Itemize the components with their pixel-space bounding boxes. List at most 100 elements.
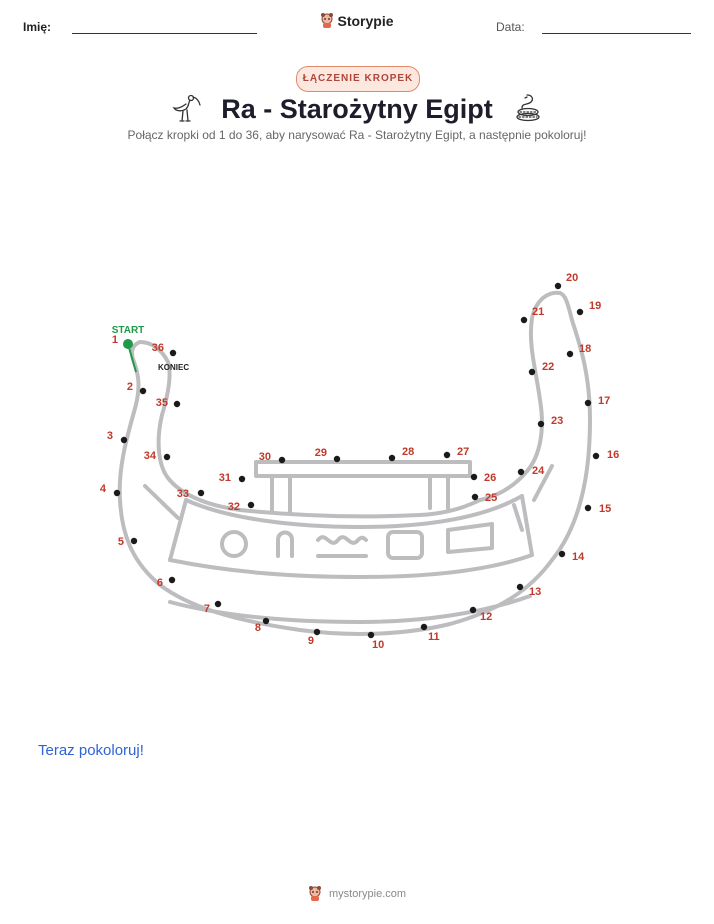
cobra-icon <box>505 94 545 124</box>
dot-35[interactable] <box>173 400 181 408</box>
cabin-post-left <box>270 474 292 514</box>
dot-number-26: 26 <box>484 472 496 484</box>
dot-27[interactable] <box>443 451 451 459</box>
dot-number-3: 3 <box>107 430 113 442</box>
dot-number-8: 8 <box>255 622 261 634</box>
hull-outline <box>117 290 592 636</box>
dot-15[interactable] <box>584 504 592 512</box>
dot-number-23: 23 <box>551 415 563 427</box>
dot-8[interactable] <box>262 617 270 625</box>
dot-number-24: 24 <box>532 465 545 477</box>
dot-number-18: 18 <box>579 343 591 355</box>
dot-number-1: 1 <box>112 334 118 346</box>
dot-23[interactable] <box>537 420 545 428</box>
dot-number-9: 9 <box>308 635 314 647</box>
hull-band-top <box>184 494 524 529</box>
dot-24[interactable] <box>517 468 525 476</box>
dot-3[interactable] <box>120 436 128 444</box>
hull-band-bottom <box>168 553 534 579</box>
footer-url: mystorypie.com <box>329 888 407 900</box>
ibis-icon <box>170 94 210 124</box>
dot-30[interactable] <box>278 456 286 464</box>
dot-25[interactable] <box>471 493 479 501</box>
dot-22[interactable] <box>528 368 536 376</box>
dot-26[interactable] <box>470 473 478 481</box>
start-dot[interactable] <box>123 339 133 349</box>
dot-number-31: 31 <box>219 472 231 484</box>
dot-number-12: 12 <box>480 611 492 623</box>
dot-number-15: 15 <box>599 503 611 515</box>
dot-number-22: 22 <box>542 361 554 373</box>
dot-number-4: 4 <box>100 483 107 495</box>
dot-number-30: 30 <box>259 451 271 463</box>
dot-number-33: 33 <box>177 488 189 500</box>
dot-number-34: 34 <box>144 450 157 462</box>
dot-31[interactable] <box>238 475 246 483</box>
dot-16[interactable] <box>592 452 600 460</box>
dot-4[interactable] <box>113 489 121 497</box>
start-label: START <box>112 325 145 336</box>
storypie-mascot-icon <box>308 886 329 901</box>
end-label: KONIEC <box>158 363 189 372</box>
dot-14[interactable] <box>558 550 566 558</box>
dot-19[interactable] <box>576 308 584 316</box>
dot-10[interactable] <box>367 631 375 639</box>
dot-33[interactable] <box>197 489 205 497</box>
brand-name: Storypie <box>337 13 394 29</box>
dot-number-5: 5 <box>118 536 124 548</box>
boat-outline <box>117 290 592 636</box>
page-title: Ra - Starożytny Egipt <box>221 94 493 124</box>
hull-band-left <box>168 498 188 562</box>
dot-number-19: 19 <box>589 300 601 312</box>
date-label: Data: <box>496 20 525 34</box>
dot-13[interactable] <box>516 583 524 591</box>
dot-6[interactable] <box>168 576 176 584</box>
dot-20[interactable] <box>554 282 562 290</box>
dot-number-25: 25 <box>485 492 497 504</box>
dot-number-27: 27 <box>457 446 469 458</box>
page-title-row: Ra - Starożytny Egipt <box>0 92 714 125</box>
dot-9[interactable] <box>313 628 321 636</box>
dot-28[interactable] <box>388 454 396 462</box>
dot-number-7: 7 <box>204 603 210 615</box>
dot-36[interactable] <box>169 349 177 357</box>
dot-number-2: 2 <box>127 381 133 393</box>
dot-11[interactable] <box>420 623 428 631</box>
dot-29[interactable] <box>333 455 341 463</box>
name-field-line[interactable] <box>72 33 257 34</box>
name-label: Imię: <box>23 20 52 34</box>
dot-number-11: 11 <box>428 631 440 643</box>
storypie-mascot-icon <box>320 13 334 32</box>
cabin-post-right <box>428 474 450 510</box>
dot-21[interactable] <box>520 316 528 324</box>
dot-5[interactable] <box>130 537 138 545</box>
dot-number-29: 29 <box>315 447 327 459</box>
dot-number-20: 20 <box>566 272 578 284</box>
dot-number-21: 21 <box>532 306 544 318</box>
dot-7[interactable] <box>214 600 222 608</box>
cabin-roof <box>254 460 472 478</box>
activity-type-badge: ŁĄCZENIE KROPEK <box>296 66 420 92</box>
dot-2[interactable] <box>139 387 147 395</box>
brand: Storypie <box>0 13 714 32</box>
footer: mystorypie.com <box>0 886 714 902</box>
color-now-heading: Teraz pokoloruj! <box>38 742 144 759</box>
dot-number-17: 17 <box>598 395 610 407</box>
dot-number-16: 16 <box>607 449 619 461</box>
dot-18[interactable] <box>566 350 574 358</box>
dot-32[interactable] <box>247 501 255 509</box>
left-prow-inner <box>138 340 242 512</box>
date-field-line[interactable] <box>542 33 691 34</box>
dot-number-14: 14 <box>572 551 585 563</box>
start-marker: START KONIEC <box>112 325 189 373</box>
dot-17[interactable] <box>584 399 592 407</box>
hull-band-right <box>520 494 534 557</box>
dot-number-6: 6 <box>157 577 163 589</box>
dot-number-36: 36 <box>152 342 164 354</box>
dot-number-28: 28 <box>402 446 414 458</box>
dot-12[interactable] <box>469 606 477 614</box>
dot-number-10: 10 <box>372 639 384 651</box>
dot-34[interactable] <box>163 453 171 461</box>
